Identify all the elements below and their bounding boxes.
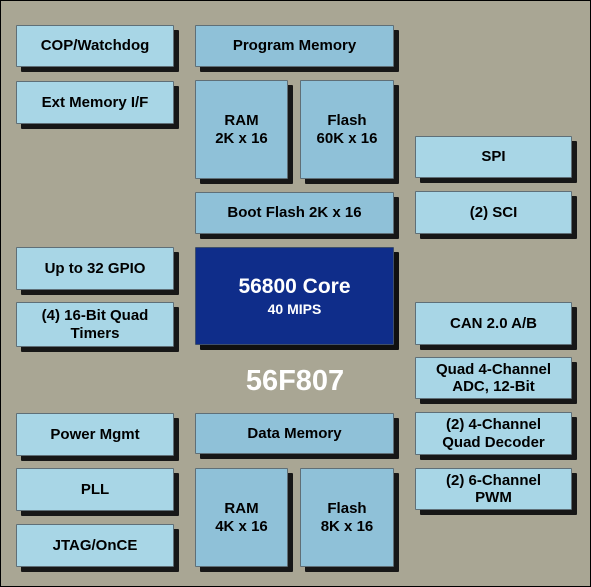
- 56800-core-block: 56800 Core 40 MIPS: [195, 247, 394, 345]
- jtag-once-block: JTAG/OnCE: [16, 524, 174, 567]
- gpio-block: Up to 32 GPIO: [16, 247, 174, 290]
- power-mgmt-block: Power Mgmt: [16, 413, 174, 456]
- data-ram-block: RAM 4K x 16: [195, 468, 288, 567]
- sci-block: (2) SCI: [415, 191, 572, 234]
- program-ram-block: RAM 2K x 16: [195, 80, 288, 179]
- data-memory-block: Data Memory: [195, 413, 394, 454]
- quad-decoder-block: (2) 4-Channel Quad Decoder: [415, 412, 572, 455]
- spi-block: SPI: [415, 136, 572, 178]
- part-number-label: 56F807: [245, 365, 345, 397]
- program-memory-block: Program Memory: [195, 25, 394, 67]
- quad-timers-block: (4) 16-Bit Quad Timers: [16, 302, 174, 347]
- adc-block: Quad 4-Channel ADC, 12-Bit: [415, 357, 572, 399]
- ext-memory-if-block: Ext Memory I/F: [16, 81, 174, 124]
- boot-flash-block: Boot Flash 2K x 16: [195, 192, 394, 234]
- pll-block: PLL: [16, 468, 174, 511]
- program-flash-block: Flash 60K x 16: [300, 80, 394, 179]
- can-block: CAN 2.0 A/B: [415, 302, 572, 345]
- core-title: 56800 Core: [238, 274, 351, 298]
- core-subtitle: 40 MIPS: [267, 301, 322, 318]
- cop-watchdog-block: COP/Watchdog: [16, 25, 174, 67]
- data-flash-block: Flash 8K x 16: [300, 468, 394, 567]
- pwm-block: (2) 6-Channel PWM: [415, 468, 572, 510]
